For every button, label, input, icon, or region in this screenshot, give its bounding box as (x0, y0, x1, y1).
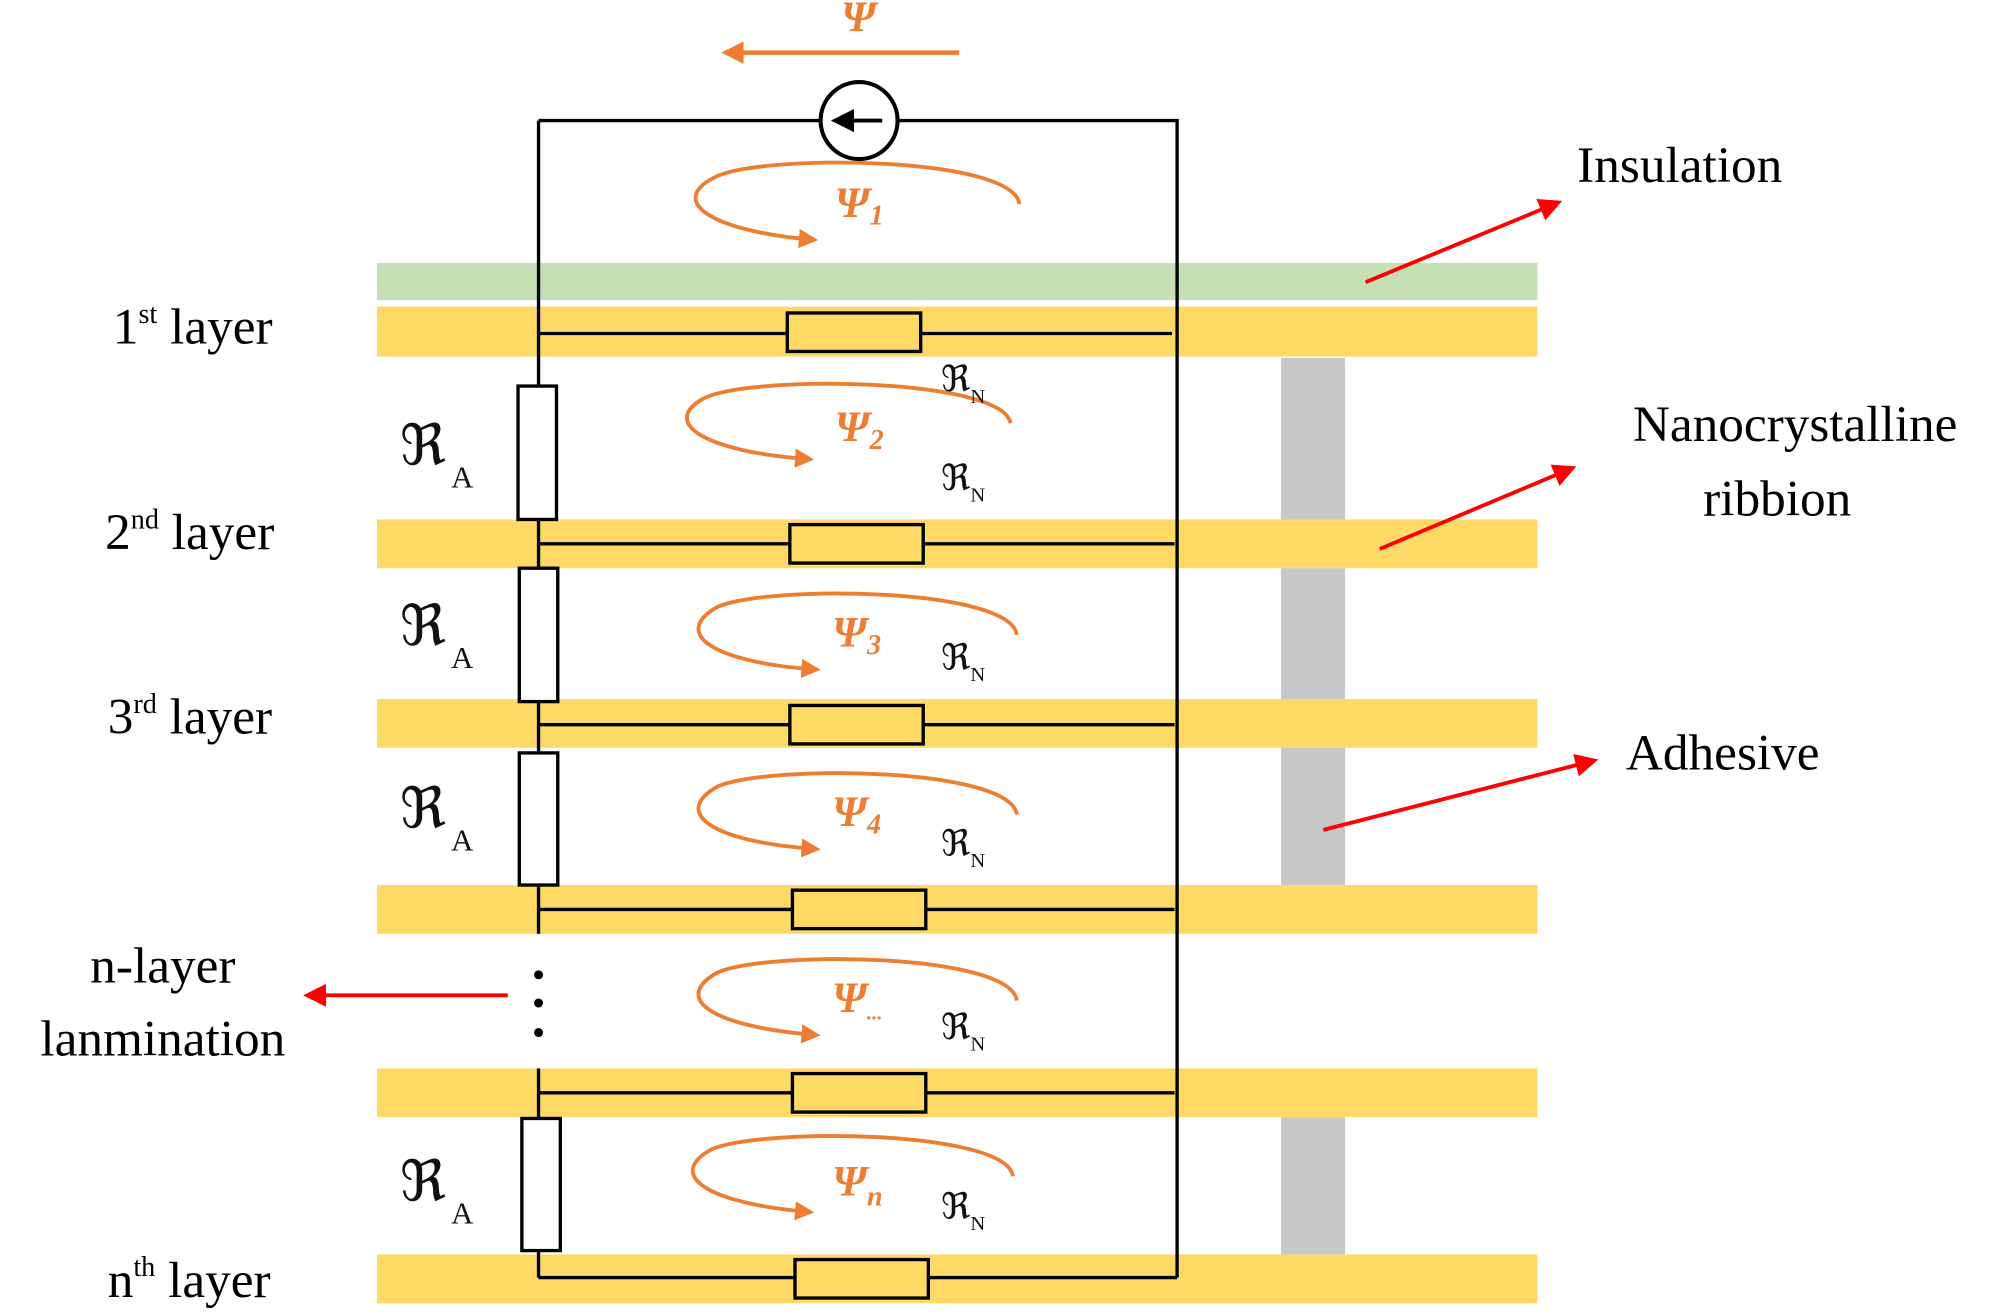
flux-loop-arrow-3 (696, 591, 1019, 679)
flux-loop-arrow-n (690, 1134, 1015, 1221)
ribbon-callout-label-line1: Nanocrystalline (1633, 396, 1958, 453)
ribbon-callout-label-line2: ribbion (1703, 471, 1851, 528)
rn-label-2: ℜN (941, 458, 985, 507)
flux-loop-arrow-2 (685, 381, 1013, 468)
adhesive-block-1 (1280, 357, 1346, 520)
rn-label-n: ℜN (941, 1187, 985, 1236)
adhesive-reluctance-labels: ℜA ℜA ℜA ℜA (400, 415, 473, 1230)
rn-label-4: ℜN (941, 824, 985, 873)
ra-label-1: ℜA (400, 415, 473, 494)
flux-label-2: Ψ2 (835, 403, 884, 456)
n-layer-label-line2: lanmination (40, 1011, 285, 1068)
total-flux-indicator: Ψ (721, 0, 960, 64)
flux-loop-arrow-5 (696, 957, 1019, 1044)
layer-label-2: 2nd layer (105, 504, 274, 561)
ellipsis-dots (534, 970, 544, 1038)
mmf-source-icon (818, 80, 900, 162)
insulation-pointer-arrow (1364, 199, 1563, 284)
rn-label-1: ℜN (941, 359, 985, 408)
ra-label-n: ℜA (400, 1152, 473, 1231)
ribbon-reluctance-resistor-5 (790, 1071, 928, 1114)
insulation-layer (376, 262, 1538, 301)
rn-label-5: ℜN (941, 1007, 985, 1056)
total-flux-label: Ψ (841, 0, 879, 41)
ribbon-reluctance-resistor-2 (788, 522, 925, 565)
ribbon-layer-1 (376, 306, 1538, 357)
material-callouts: Insulation Nanocrystalline ribbion Adhes… (1322, 137, 1958, 832)
adhesive-block-2 (1280, 568, 1346, 700)
ribbon-reluctance-resistor-1 (785, 311, 923, 354)
layer-label-n: nth layer (108, 1252, 271, 1309)
ra-label-2: ℜA (400, 596, 473, 675)
adhesive-block-n (1280, 1117, 1346, 1255)
flux-label-4: Ψ4 (832, 788, 881, 841)
flux-label-1: Ψ1 (835, 179, 884, 232)
top-wire-right (897, 118, 1179, 1278)
flux-loop-labels: Ψ1 Ψ2 Ψ3 Ψ4 Ψ... Ψn (832, 179, 884, 1213)
adhesive-pointer-arrow (1322, 754, 1599, 832)
flux-label-3: Ψ3 (832, 608, 881, 661)
rn-label-3: ℜN (941, 638, 985, 687)
flux-loop-arrow-1 (693, 160, 1022, 249)
flux-loops (685, 160, 1022, 1221)
flux-label-n: Ψn (832, 1157, 883, 1212)
ribbon-reluctance-resistor-n (793, 1257, 931, 1300)
adhesive-reluctance-resistor-n (520, 1116, 563, 1253)
ribbon-reluctance-resistor-4 (790, 888, 928, 931)
flux-loop-arrow-4 (696, 771, 1019, 858)
insulation-callout-label: Insulation (1577, 137, 1782, 194)
adhesive-block-3 (1280, 747, 1346, 886)
ribbon-reluctance-resistor-3 (788, 703, 925, 746)
ribbon-pointer-arrow (1378, 464, 1577, 551)
n-layer-lamination-callout: n-layer lanmination (40, 938, 508, 1068)
n-layer-label-line1: n-layer (90, 938, 235, 995)
magnetic-circuit (516, 80, 1179, 1300)
adhesive-reluctance-resistor-1 (516, 384, 559, 522)
layer-label-1: 1st layer (113, 299, 273, 356)
adhesive-reluctance-resistor-2 (517, 566, 560, 704)
adhesive-callout-label: Adhesive (1626, 725, 1820, 782)
layer-labels: 1st layer 2nd layer 3rd layer nth layer (105, 299, 274, 1309)
ra-label-3: ℜA (400, 778, 473, 857)
layer-label-3: 3rd layer (108, 689, 272, 746)
flux-label-5: Ψ... (832, 974, 882, 1025)
ribbon-reluctance-labels: ℜN ℜN ℜN ℜN ℜN ℜN (941, 359, 985, 1235)
adhesive-reluctance-resistor-3 (517, 751, 560, 887)
